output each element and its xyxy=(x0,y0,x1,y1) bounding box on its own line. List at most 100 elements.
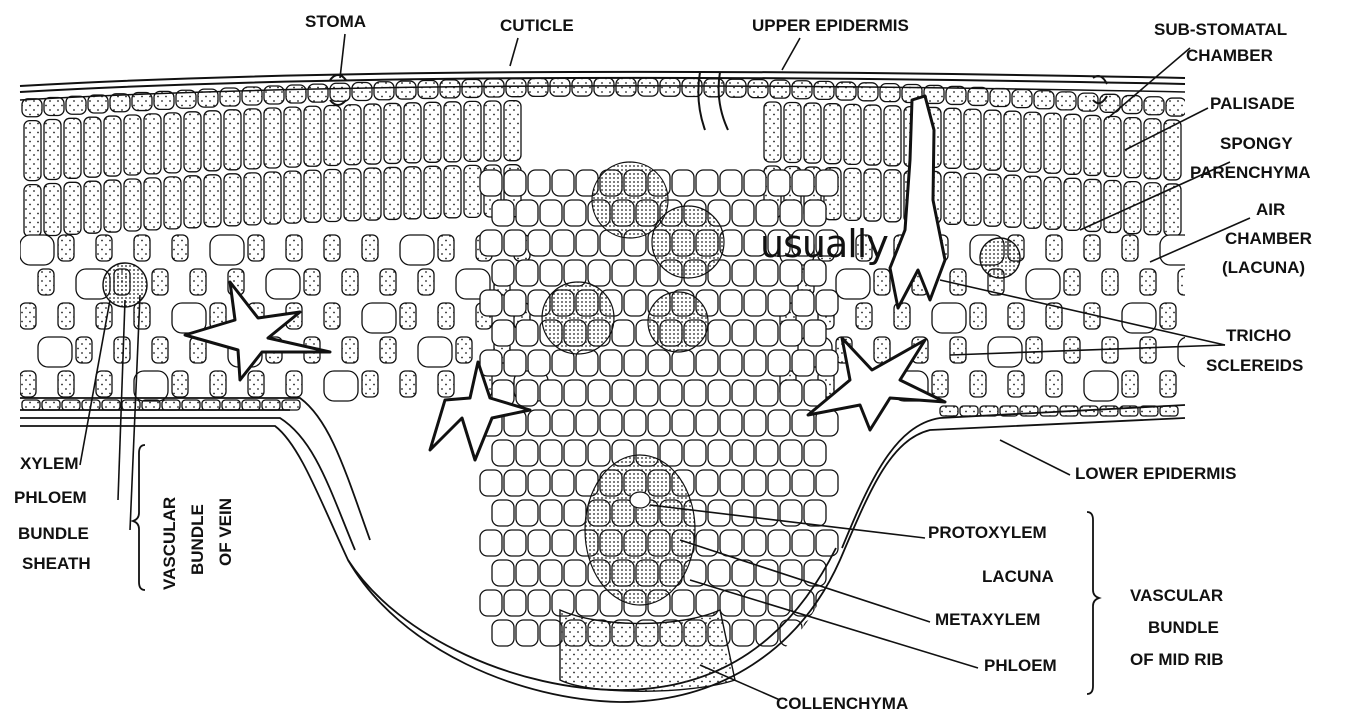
leader-line xyxy=(1000,440,1070,475)
upper-epidermis-cell xyxy=(88,95,108,113)
spongy-parenchyma-cell xyxy=(38,337,72,367)
midrib-parenchyma-cell xyxy=(804,320,826,346)
upper-epidermis-cell xyxy=(594,78,614,96)
midrib-parenchyma-cell xyxy=(516,380,538,406)
upper-epidermis-cell xyxy=(66,96,86,114)
midrib-parenchyma-cell xyxy=(768,530,790,556)
midrib-parenchyma-cell xyxy=(552,530,574,556)
palisade-cell xyxy=(164,177,181,229)
spongy-parenchyma-cell xyxy=(970,303,986,329)
midrib-parenchyma-cell xyxy=(744,470,766,496)
lower-epidermis-cell xyxy=(1100,406,1118,416)
midrib-parenchyma-cell xyxy=(492,440,514,466)
upper-epidermis-cell xyxy=(660,78,680,96)
midrib-parenchyma-cell xyxy=(552,470,574,496)
midrib-parenchyma-cell xyxy=(480,590,502,616)
spongy-parenchyma-cell xyxy=(438,371,454,397)
spongy-parenchyma-cell xyxy=(400,303,416,329)
midrib-parenchyma-cell xyxy=(552,230,574,256)
upper-epidermis-cell xyxy=(22,99,42,117)
spongy-parenchyma-cell xyxy=(1122,235,1138,261)
midrib-parenchyma-cell xyxy=(492,260,514,286)
midrib-parenchyma-cell xyxy=(672,590,694,616)
upper-epidermis-cell xyxy=(264,86,284,104)
midrib-parenchyma-cell xyxy=(564,200,586,226)
midrib-parenchyma-cell xyxy=(516,260,538,286)
spongy-parenchyma-cell xyxy=(38,269,54,295)
upper-epidermis-cell xyxy=(770,80,790,98)
spongy-parenchyma-cell xyxy=(248,371,264,397)
label-air-chamber-line3: (LACUNA) xyxy=(1222,258,1305,278)
spongy-parenchyma-cell xyxy=(380,269,396,295)
palisade-cell xyxy=(144,178,161,230)
palisade-cell xyxy=(964,173,981,225)
spongy-parenchyma-cell xyxy=(1008,303,1024,329)
midrib-parenchyma-cell xyxy=(720,170,742,196)
midrib-parenchyma-cell xyxy=(804,500,826,526)
label-tricho-sclereids-line1: TRICHO xyxy=(1226,326,1291,346)
upper-epidermis-cell xyxy=(44,97,64,115)
palisade-cell xyxy=(124,179,141,231)
lower-epidermis-cell xyxy=(142,400,160,410)
midrib-parenchyma-cell xyxy=(552,410,574,436)
midrib-parenchyma-cell xyxy=(516,320,538,346)
midrib-parenchyma-cell xyxy=(792,290,814,316)
palisade-cell xyxy=(224,110,241,170)
palisade-cell xyxy=(24,121,41,181)
lower-epidermis-cell xyxy=(242,400,260,410)
upper-epidermis-cell xyxy=(330,83,350,101)
midrib-parenchyma-cell xyxy=(528,590,550,616)
spongy-parenchyma-cell xyxy=(456,337,472,363)
midrib-parenchyma-cell xyxy=(804,620,826,646)
midrib-parenchyma-cell xyxy=(492,620,514,646)
palisade-cell xyxy=(204,111,221,171)
midrib-parenchyma-cell xyxy=(792,530,814,556)
palisade-cell xyxy=(84,181,101,233)
midrib-parenchyma-cell xyxy=(564,500,586,526)
midrib-parenchyma-cell xyxy=(492,320,514,346)
palisade-cell xyxy=(44,119,61,179)
label-phloem-midrib: PHLOEM xyxy=(984,656,1057,676)
label-vascular-bundle-of-vein-line1: VASCULAR xyxy=(160,497,180,590)
palisade-cell xyxy=(984,174,1001,226)
palisade-cell xyxy=(424,102,441,162)
midrib-parenchyma-cell xyxy=(480,530,502,556)
midrib-parenchyma-cell xyxy=(540,560,562,586)
spongy-parenchyma-cell xyxy=(874,269,890,295)
spongy-parenchyma-cell xyxy=(134,371,168,401)
palisade-cell xyxy=(304,106,321,166)
midrib-parenchyma-cell xyxy=(792,350,814,376)
midrib-parenchyma-cell xyxy=(708,560,730,586)
palisade-cell xyxy=(104,180,121,232)
palisade-cell xyxy=(764,102,781,162)
label-xylem: XYLEM xyxy=(20,454,79,474)
upper-epidermis-cell xyxy=(1166,98,1186,116)
palisade-cell xyxy=(1124,182,1141,234)
midrib-parenchyma-cell xyxy=(528,530,550,556)
palisade-cell xyxy=(1004,175,1021,227)
spongy-parenchyma-cell xyxy=(1160,303,1176,329)
midrib-parenchyma-cell xyxy=(768,470,790,496)
spongy-parenchyma-cell xyxy=(1140,337,1156,363)
midrib-parenchyma-cell xyxy=(816,470,838,496)
midrib-parenchyma-cell xyxy=(672,170,694,196)
midrib-parenchyma-cell xyxy=(720,530,742,556)
spongy-parenchyma-cell xyxy=(1064,269,1080,295)
palisade-cell xyxy=(84,117,101,177)
upper-epidermis-cell xyxy=(506,79,526,97)
palisade-cell xyxy=(824,104,841,164)
midrib-parenchyma-cell xyxy=(588,440,610,466)
midrib-parenchyma-cell xyxy=(780,560,802,586)
palisade-cell xyxy=(1144,183,1161,235)
palisade-cell xyxy=(244,109,261,169)
upper-epidermis-cell xyxy=(1056,92,1076,110)
midrib-parenchyma-cell xyxy=(756,380,778,406)
midrib-parenchyma-cell xyxy=(540,620,562,646)
midrib-parenchyma-cell xyxy=(612,380,634,406)
midrib-parenchyma-cell xyxy=(624,410,646,436)
spongy-parenchyma-cell xyxy=(1026,337,1042,363)
palisade-cell xyxy=(144,114,161,174)
midrib-parenchyma-cell xyxy=(540,500,562,526)
